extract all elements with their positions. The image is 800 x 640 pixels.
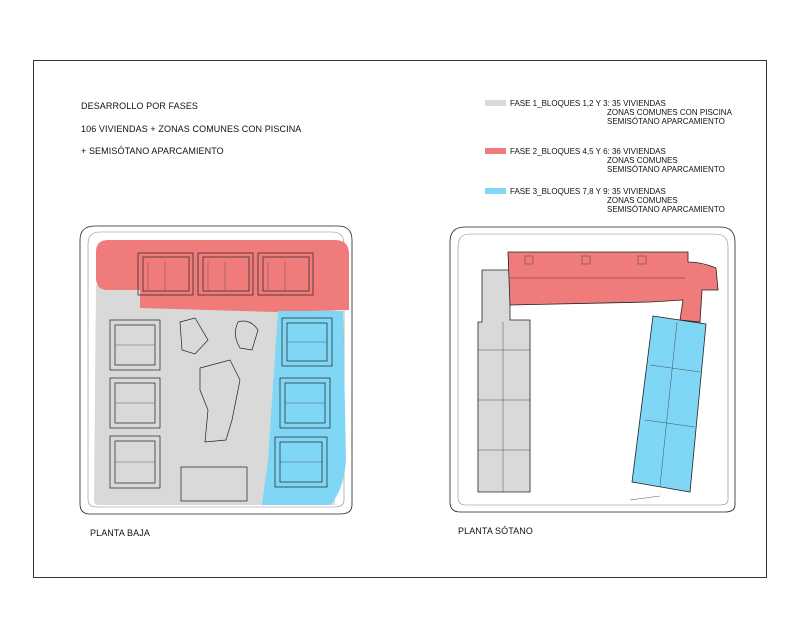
legend-sub: ZONAS COMUNES [607, 156, 678, 165]
legend-label: FASE 2_BLOQUES 4,5 Y 6: 36 VIVIENDAS [510, 147, 666, 156]
fase3-area [262, 311, 346, 505]
legend-swatch-red [485, 148, 506, 154]
fase3-area [631, 315, 707, 493]
title-units: 106 VIVIENDAS + ZONAS COMUNES CON PISCIN… [81, 124, 302, 134]
plan-label-ground: PLANTA BAJA [90, 528, 150, 538]
legend-sub: SEMISÓTANO APARCAMIENTO [607, 205, 725, 214]
fase2-area [96, 240, 349, 312]
fase1-area [94, 285, 268, 505]
legend-label: FASE 1_BLOQUES 1,2 Y 3: 35 VIVIENDAS [510, 99, 666, 108]
plan-label-basement: PLANTA SÓTANO [458, 526, 533, 536]
legend-sub: SEMISÓTANO APARCAMIENTO [607, 117, 725, 126]
legend-label: FASE 3_BLOQUES 7,8 Y 9: 35 VIVIENDAS [510, 187, 666, 196]
legend-swatch-gray [485, 100, 506, 106]
ground-floor-plan [79, 225, 353, 515]
title-parking: + SEMISÓTANO APARCAMIENTO [81, 146, 224, 156]
basement-plan [449, 226, 736, 513]
title-heading: DESARROLLO POR FASES [81, 101, 199, 111]
legend-sub: ZONAS COMUNES [607, 196, 678, 205]
legend-swatch-blue [485, 188, 506, 194]
fase2-area [507, 251, 719, 323]
legend-sub: SEMISÓTANO APARCAMIENTO [607, 165, 725, 174]
drawing-frame [33, 60, 767, 578]
legend-sub: ZONAS COMUNES CON PISCINA [607, 108, 732, 117]
